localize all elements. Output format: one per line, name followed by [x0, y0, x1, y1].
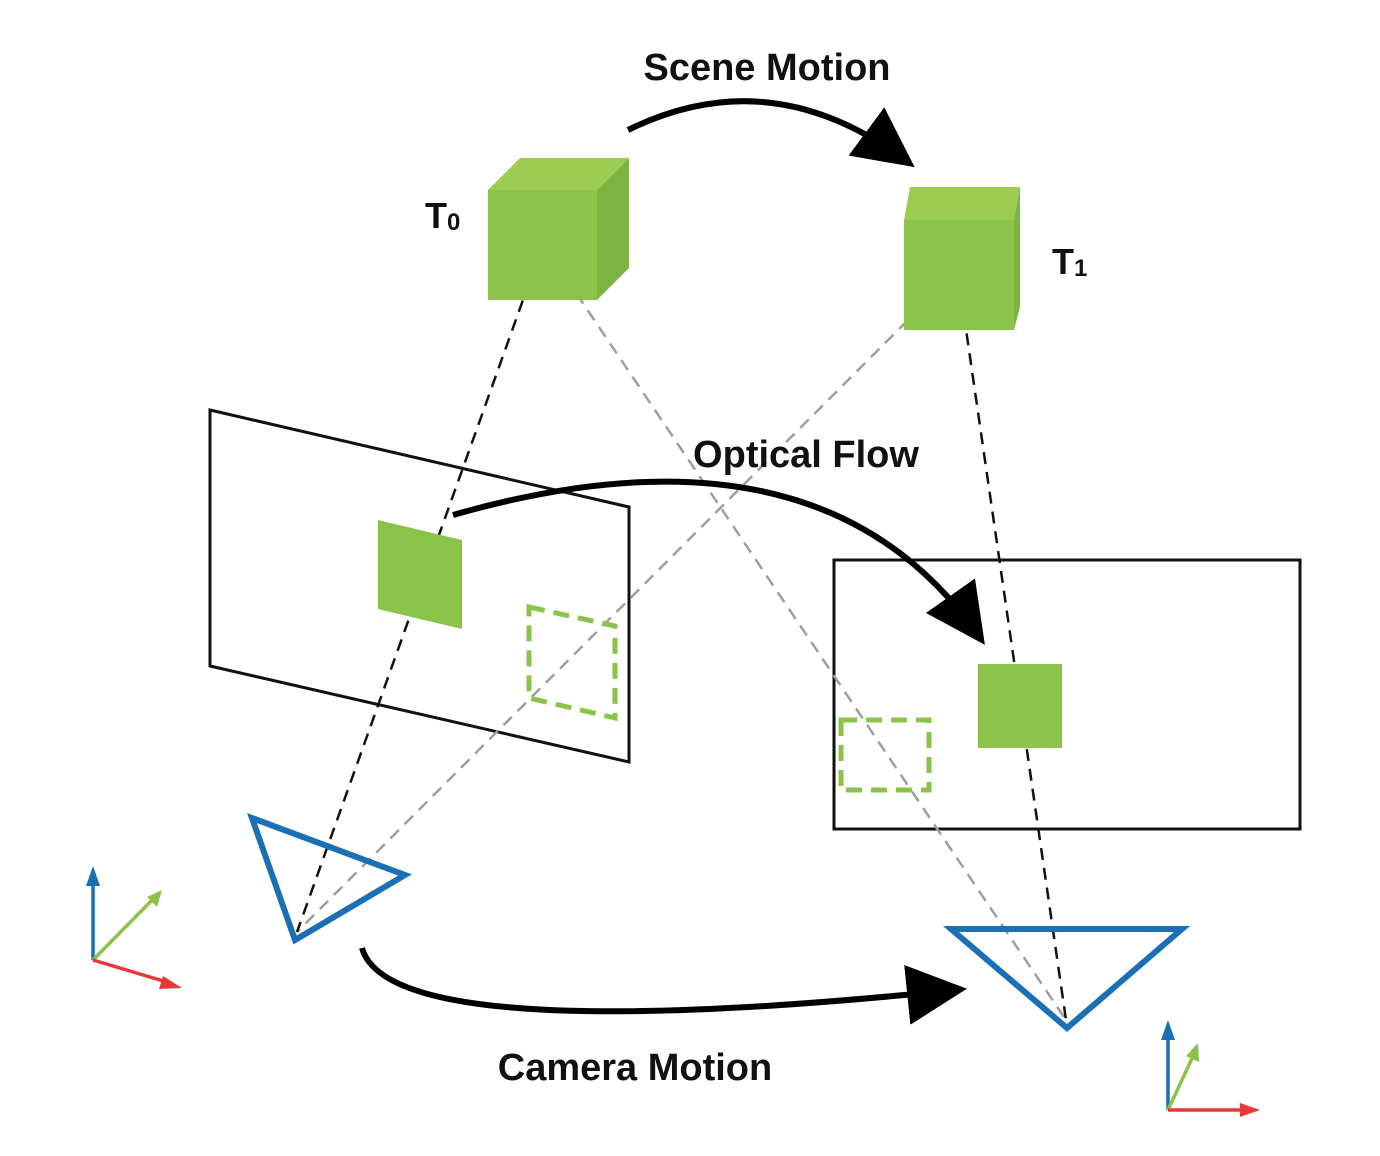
- cube-t0-front: [488, 190, 597, 300]
- cube-t1: [904, 187, 1020, 330]
- axes-right-icon: [1161, 1020, 1260, 1117]
- optical-flow-arrow: [452, 478, 985, 645]
- cube-t0-top: [488, 158, 629, 190]
- axis-right-right-head: [1240, 1103, 1260, 1117]
- t0-label: T0: [425, 195, 460, 236]
- projected-square-t0: [378, 520, 462, 629]
- projected-square-t1-ghost: [838, 717, 932, 793]
- projected-square-t1: [978, 664, 1062, 748]
- scene-motion-label: Scene Motion: [643, 47, 890, 89]
- axis-up-right-head: [1161, 1020, 1175, 1040]
- cube-t1-top: [904, 187, 1020, 220]
- axis-right-left: [92, 958, 171, 985]
- camera-motion-arrow: [359, 947, 967, 1025]
- axis-depth-left-head: [147, 890, 162, 907]
- t0-subscript: 0: [447, 209, 460, 236]
- image-frame-t0: [208, 408, 631, 764]
- t1-subscript: 1: [1074, 255, 1087, 282]
- cube-t0-side: [597, 158, 629, 300]
- axis-depth-right-head: [1186, 1043, 1199, 1062]
- camera-motion-label: Camera Motion: [498, 1047, 772, 1089]
- axis-up-left-head: [86, 866, 100, 886]
- camera-t0-icon: [247, 812, 412, 945]
- camera-t1-icon: [942, 926, 1191, 1032]
- axis-depth-left: [91, 896, 156, 962]
- cube-t0: [488, 158, 629, 300]
- projection-lines-gray: [296, 243, 1068, 1021]
- axes-left-icon: [86, 866, 182, 989]
- projection-line-t1cube-to-cam1: [956, 273, 1068, 1021]
- optical-flow-label: Optical Flow: [693, 434, 919, 476]
- axis-depth-right: [1166, 1053, 1196, 1111]
- axis-right-left-head: [159, 976, 182, 989]
- cube-t1-side: [1014, 187, 1020, 330]
- projected-square-t0-ghost: [526, 603, 618, 722]
- scene-motion-arrow: [626, 98, 915, 168]
- t0-letter: T: [425, 195, 447, 236]
- t1-letter: T: [1052, 241, 1074, 282]
- cube-t1-front: [904, 220, 1014, 330]
- projection-line-t0cube-to-cam1: [541, 243, 1068, 1021]
- projection-lines-dark: [295, 243, 1068, 1021]
- t1-label: T1: [1052, 241, 1087, 282]
- image-frame-t1: [832, 558, 1302, 831]
- projection-line-t1cube-to-cam0: [296, 277, 951, 933]
